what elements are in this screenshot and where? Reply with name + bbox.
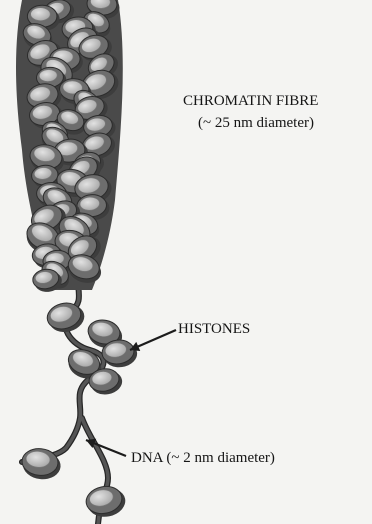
dna-strand xyxy=(22,262,108,524)
histone-nucleosome xyxy=(44,299,87,336)
dna-strand-shadow xyxy=(22,262,108,524)
dna-strand-group xyxy=(22,262,108,524)
histones-label: HISTONES xyxy=(178,320,250,338)
histone-nucleosome xyxy=(84,483,128,521)
chromatin-fibre-label: CHROMATIN FIBRE xyxy=(183,92,318,110)
chromatin-fibre xyxy=(16,0,123,294)
dna-label: DNA (~ 2 nm diameter) xyxy=(131,449,275,467)
chromatin-diameter-label: (~ 25 nm diameter) xyxy=(198,114,314,132)
